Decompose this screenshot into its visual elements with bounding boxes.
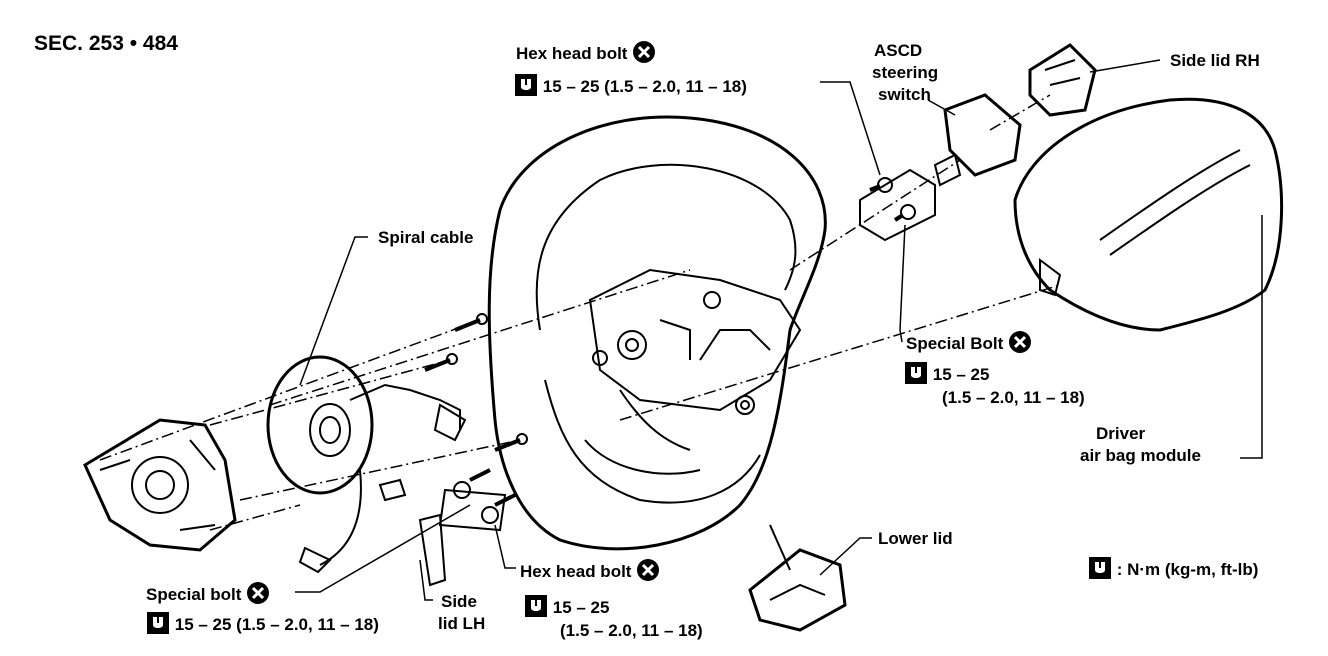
- hex-head-bolt-bottom-torque-b: (1.5 – 2.0, 11 – 18): [560, 621, 703, 640]
- lower-lid-label: Lower lid: [878, 529, 953, 548]
- torque-wrench-icon: [905, 362, 927, 384]
- side-lid-lh-part: [418, 468, 516, 587]
- special-bolt-left-torque-value: 15 – 25 (1.5 – 2.0, 11 – 18): [174, 615, 379, 634]
- spiral-cable-label: Spiral cable: [378, 228, 474, 247]
- side-lid-lh-label: Side lid LH: [438, 591, 485, 635]
- leader-lines: [295, 59, 1263, 601]
- driver-air-bag-line-2: air bag module: [1080, 446, 1201, 465]
- torque-units-legend: : N·m (kg-m, ft-lb): [1088, 556, 1258, 580]
- side-lid-rh-label: Side lid RH: [1170, 51, 1260, 70]
- steering-wheel: [487, 115, 827, 571]
- ascd-steering-switch-label: ASCD steering switch: [872, 40, 938, 106]
- torque-wrench-icon: [515, 74, 537, 96]
- do-not-reuse-icon: [633, 41, 656, 63]
- do-not-reuse-icon: [247, 582, 270, 604]
- side-lid-lh-line-1: Side: [441, 592, 477, 611]
- hex-head-bolt-bottom-torque-a: 15 – 25: [524, 594, 609, 618]
- side-lid-rh-part: [1028, 43, 1097, 117]
- special-bolt-right-name: Special Bolt: [906, 334, 1004, 353]
- lower-lid-part: [748, 548, 847, 632]
- torque-units-text: : N·m (kg-m, ft-lb): [1116, 560, 1259, 579]
- driver-air-bag-line-1: Driver: [1096, 424, 1146, 443]
- ascd-line-1: ASCD: [874, 41, 923, 60]
- special-bolt-right-torque-a: 15 – 25: [904, 361, 989, 385]
- ascd-line-2: steering: [872, 63, 939, 82]
- special-bolt-right-torque-b: (1.5 – 2.0, 11 – 18): [942, 388, 1085, 407]
- hex-head-bolt-top-torque-value: 15 – 25 (1.5 – 2.0, 11 – 18): [542, 77, 747, 96]
- hex-head-bolt-bottom-label: Hex head bolt: [520, 558, 660, 582]
- do-not-reuse-icon: [1009, 331, 1032, 353]
- hex-head-bolt-bottom-name: Hex head bolt: [520, 562, 632, 581]
- ascd-switch-part: [859, 93, 1022, 242]
- torque-wrench-icon: [147, 612, 169, 634]
- driver-air-bag-module-label: Driver air bag module: [1080, 423, 1201, 467]
- spiral-cable: [266, 355, 467, 574]
- hex-head-bolt-top-label: Hex head bolt: [516, 40, 656, 64]
- hex-head-bolt-top-torque: 15 – 25 (1.5 – 2.0, 11 – 18): [514, 73, 747, 97]
- special-bolt-right-label: Special Bolt: [906, 330, 1032, 354]
- section-reference: SEC. 253 • 484: [34, 32, 178, 55]
- do-not-reuse-icon: [637, 559, 660, 581]
- special-bolt-left-label: Special bolt: [146, 581, 270, 605]
- side-lid-lh-line-2: lid LH: [438, 614, 486, 633]
- ascd-line-3: switch: [878, 85, 931, 104]
- torque-wrench-icon: [1089, 557, 1111, 579]
- hex-head-bolt-top-name: Hex head bolt: [516, 44, 628, 63]
- special-bolt-left-name: Special bolt: [146, 585, 242, 604]
- hex-head-bolt-bottom-torque-a-value: 15 – 25: [552, 598, 610, 617]
- air-bag-module-part: [1013, 97, 1284, 332]
- assembly-centerlines: [99, 94, 1061, 531]
- special-bolt-left-torque: 15 – 25 (1.5 – 2.0, 11 – 18): [146, 611, 379, 635]
- combination-switch-base: [83, 418, 237, 552]
- special-bolt-right-torque-a-value: 15 – 25: [932, 365, 990, 384]
- torque-wrench-icon: [525, 595, 547, 617]
